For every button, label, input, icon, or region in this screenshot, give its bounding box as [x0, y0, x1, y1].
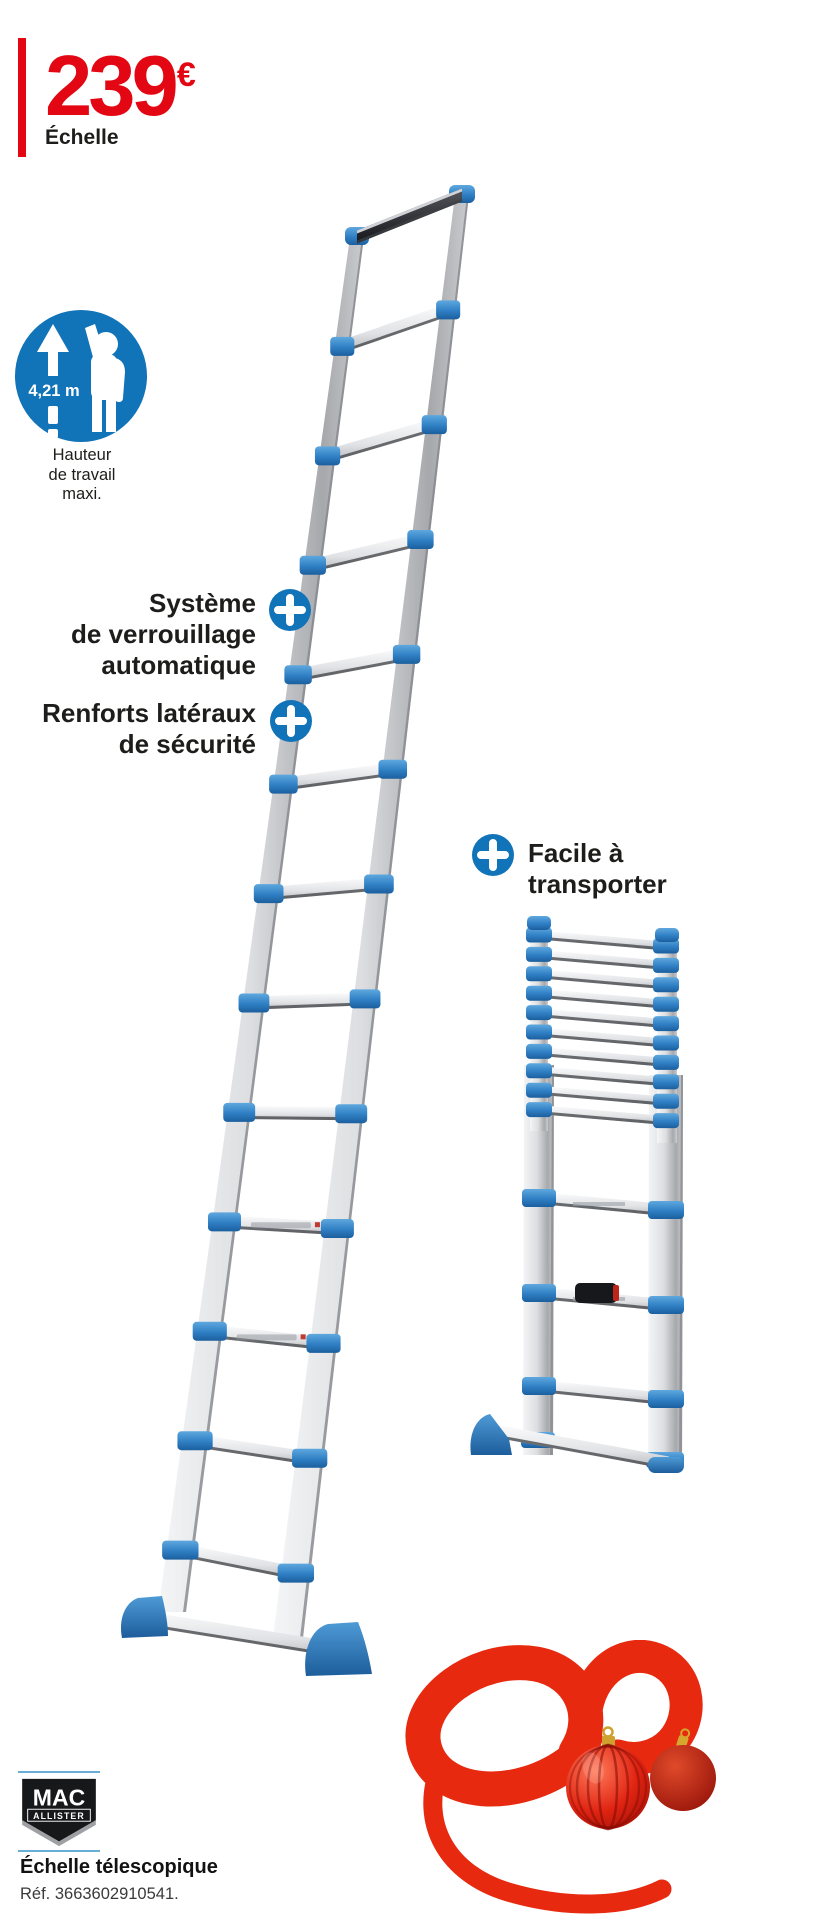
price-currency: € — [176, 56, 196, 94]
feature-side-reinforcements: Renforts latéraux de sécurité — [0, 698, 256, 760]
ribbon-ornaments-image — [405, 1640, 716, 1914]
feature-line: de sécurité — [118, 729, 256, 759]
feature-line: transporter — [528, 869, 667, 899]
product-name: Échelle télescopique — [20, 1856, 218, 1878]
product-label: Échelle — [45, 126, 119, 149]
working-height-caption: Hauteur de travail maxi. — [0, 446, 164, 505]
plus-icon — [472, 834, 514, 876]
working-height-value: 4,21 m — [28, 382, 80, 400]
feature-line: Renforts latéraux — [42, 698, 256, 728]
mac-allister-shield-icon: MAC ALLISTER — [22, 1778, 96, 1847]
plus-icon — [270, 700, 312, 742]
brand-divider-bottom — [18, 1850, 100, 1852]
extended-ladder-image — [120, 185, 475, 1676]
price: 239 € — [45, 44, 196, 129]
plus-icon — [269, 589, 311, 631]
feature-line: Système — [149, 588, 256, 618]
feature-easy-transport: Facile à transporter — [528, 838, 748, 900]
caption-line: Hauteur — [52, 446, 112, 464]
caption-line: maxi. — [62, 485, 102, 503]
feature-line: Facile à — [528, 838, 624, 868]
height-badge-icon — [15, 310, 147, 442]
brand-divider-top — [18, 1771, 100, 1773]
feature-line: de verrouillage — [71, 619, 256, 649]
feature-auto-lock: Système de verrouillage automatique — [0, 588, 256, 681]
brand-logo: MAC ALLISTER — [18, 1771, 100, 1852]
caption-line: de travail — [48, 465, 116, 484]
price-accent-bar — [18, 38, 26, 157]
brand-word-mac: MAC — [33, 1785, 85, 1811]
feature-line: automatique — [101, 650, 256, 680]
brand-word-allister: ALLISTER — [33, 1811, 85, 1821]
price-amount: 239 — [45, 39, 179, 134]
product-reference: Réf. 3663602910541. — [20, 1885, 179, 1903]
working-height-badge: 4,21 m — [13, 308, 149, 444]
collapsed-ladder-image — [470, 916, 684, 1473]
